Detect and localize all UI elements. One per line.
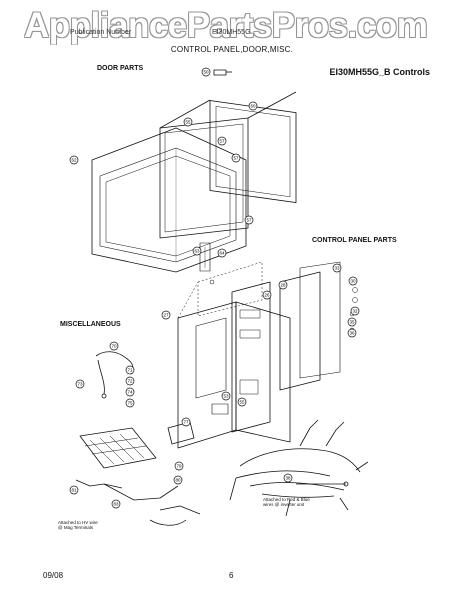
callout-57c: 57 — [244, 215, 254, 225]
callout-77: 77 — [181, 417, 191, 427]
misc-main-wire-harness — [229, 419, 369, 517]
door-glass-panel — [209, 100, 297, 204]
svg-text:71: 71 — [127, 368, 133, 373]
callout-bubbles: 50 60 55 62 57 57 57 63 64 27 28 26 33 3… — [69, 67, 360, 509]
svg-text:55: 55 — [185, 120, 191, 125]
callout-64: 64 — [217, 248, 227, 258]
svg-text:73: 73 — [77, 382, 83, 387]
svg-text:36: 36 — [349, 331, 355, 336]
callout-62: 62 — [69, 155, 79, 165]
svg-text:28: 28 — [280, 283, 286, 288]
control-board — [231, 281, 271, 433]
note-red-blue-text: Attached to Red & Blue wires @ inverter … — [263, 497, 310, 507]
watermark: AppliancePartsPros.com — [24, 6, 428, 45]
callout-80: 80 — [173, 475, 183, 485]
callout-74: 74 — [125, 387, 135, 397]
svg-text:53: 53 — [223, 394, 229, 399]
svg-text:60: 60 — [250, 104, 256, 109]
door-hinge — [199, 242, 211, 272]
callout-57b: 57 — [231, 153, 241, 163]
callout-35: 35 — [347, 317, 357, 327]
svg-text:57: 57 — [219, 139, 225, 144]
svg-text:72: 72 — [127, 379, 133, 384]
callout-71: 71 — [125, 365, 135, 375]
svg-text:35: 35 — [349, 320, 355, 325]
svg-text:62: 62 — [71, 158, 77, 163]
misc-ground-wire — [296, 481, 349, 487]
svg-text:57: 57 — [246, 218, 252, 223]
publication-label: Publication Number — [70, 29, 132, 36]
svg-text:64: 64 — [219, 251, 225, 256]
control-connector — [211, 403, 229, 415]
svg-text:74: 74 — [127, 390, 133, 395]
svg-text:79: 79 — [176, 464, 182, 469]
page-subtitle: CONTROL PANEL,DOOR,MISC. — [170, 45, 294, 54]
callout-72: 72 — [125, 376, 135, 386]
svg-text:75: 75 — [127, 401, 133, 406]
control-back-panel — [279, 261, 341, 391]
footer-page-number: 6 — [229, 571, 234, 580]
model-title: EI30MH55G_B Controls — [329, 67, 430, 77]
control-membrane — [195, 317, 227, 399]
callout-73: 73 — [75, 379, 85, 389]
misc-cleaning-pad — [167, 421, 195, 445]
callout-70: 70 — [109, 341, 119, 351]
misc-oven-rack — [79, 427, 157, 469]
callout-36: 36 — [347, 328, 357, 338]
callout-55b: 55 — [237, 397, 247, 407]
svg-text:33: 33 — [334, 266, 340, 271]
door-parts-label: DOOR PARTS — [97, 65, 144, 72]
svg-text:26: 26 — [264, 293, 270, 298]
svg-text:70: 70 — [111, 344, 117, 349]
callout-28: 28 — [278, 280, 288, 290]
callout-53: 53 — [221, 391, 231, 401]
callout-60: 60 — [248, 101, 258, 111]
callout-79: 79 — [174, 461, 184, 471]
footer-date: 09/08 — [43, 571, 64, 580]
note-hv-wire: Attached to HV wire @ Mag Terminals — [58, 520, 98, 530]
callout-75: 75 — [125, 398, 135, 408]
callout-50: 50 — [201, 67, 211, 77]
misc-wire-harness-small — [75, 479, 201, 526]
callout-38: 38 — [283, 473, 293, 483]
door-screw — [213, 69, 232, 76]
svg-text:50: 50 — [203, 70, 209, 75]
svg-text:27: 27 — [163, 313, 169, 318]
model-small: EI30MH55G — [212, 29, 251, 36]
svg-text:77: 77 — [183, 420, 189, 425]
note-red-blue-wires: Attached to Red & Blue wires @ inverter … — [263, 497, 310, 507]
callout-81: 81 — [69, 485, 79, 495]
callout-83: 83 — [111, 499, 121, 509]
svg-text:83: 83 — [113, 502, 119, 507]
svg-text:30: 30 — [350, 279, 356, 284]
callout-33: 33 — [332, 263, 342, 273]
svg-text:55: 55 — [239, 400, 245, 405]
door-front-panel — [91, 127, 247, 273]
miscellaneous-label: MISCELLANEOUS — [60, 321, 121, 328]
callout-55: 55 — [183, 117, 193, 127]
svg-text:32: 32 — [352, 309, 358, 314]
door-choke-frame — [159, 91, 297, 239]
callout-32: 32 — [350, 306, 360, 316]
callout-27: 27 — [161, 310, 171, 320]
control-panel-parts-label: CONTROL PANEL PARTS — [312, 237, 397, 244]
callout-30: 30 — [348, 276, 358, 286]
note-hv-wire-text: Attached to HV wire @ Mag Terminals — [58, 520, 98, 530]
svg-text:80: 80 — [175, 478, 181, 483]
svg-text:81: 81 — [71, 488, 77, 493]
callout-57a: 57 — [217, 136, 227, 146]
callout-26: 26 — [262, 290, 272, 300]
control-panel-housing — [177, 261, 291, 449]
svg-text:38: 38 — [285, 476, 291, 481]
svg-text:63: 63 — [194, 249, 200, 254]
svg-text:57: 57 — [233, 156, 239, 161]
callout-63: 63 — [192, 246, 202, 256]
